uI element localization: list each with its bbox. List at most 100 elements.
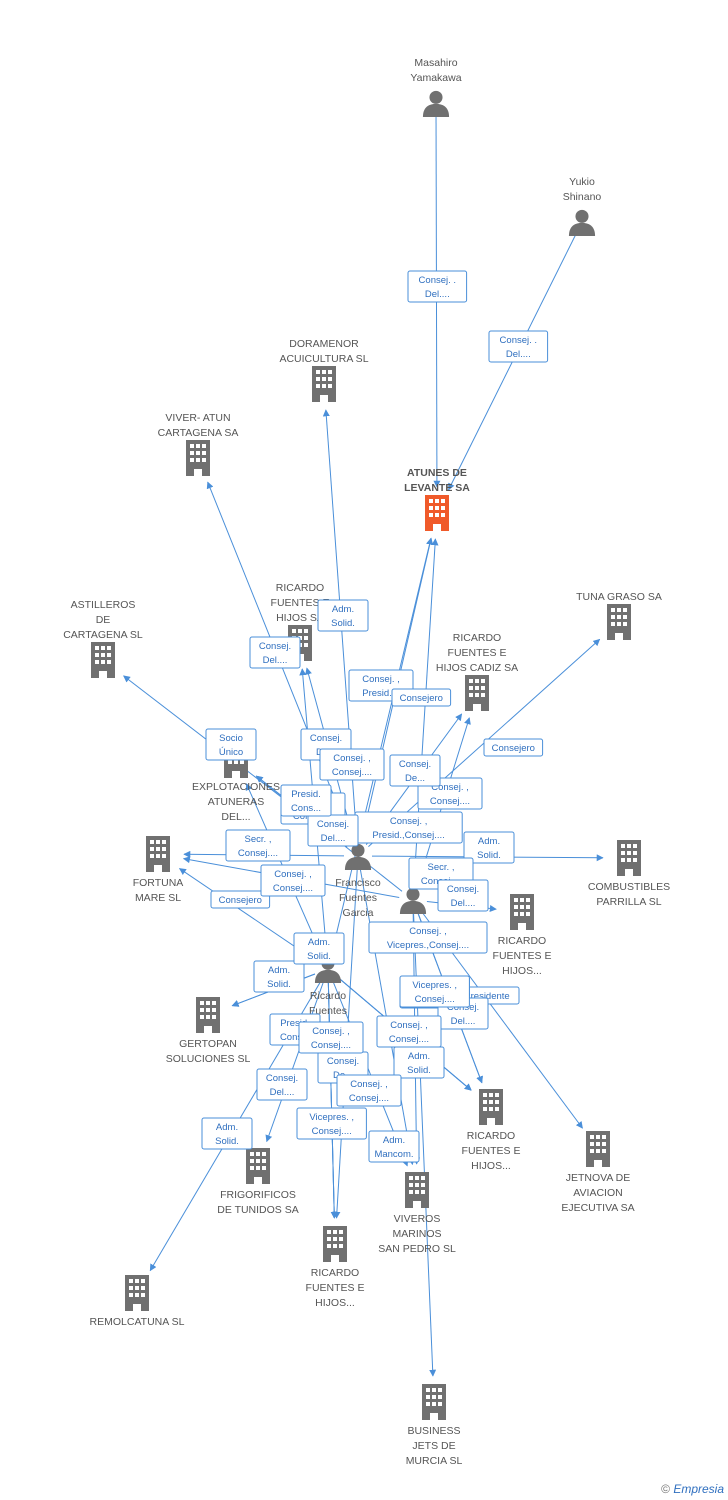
edge-label[interactable]: Secr. ,Consej.... [225,829,291,862]
edge-label[interactable]: Consej.Del.... [307,814,359,847]
edge-label[interactable]: Consej. ,Consej.... [376,1015,442,1048]
edge-label[interactable]: Adm.Solid. [317,599,369,632]
edge-label-text: Consejero [492,743,535,754]
edge-label-text: Consej. , [390,816,428,827]
edge-label-box [298,1021,364,1054]
edge-label-box [249,636,301,669]
edge-label[interactable]: Consejero [210,890,271,909]
edge-label[interactable]: Vicepres. ,Consej.... [399,975,470,1008]
edge-label-text: De... [405,773,425,784]
edge-label-text: Consej. [317,819,349,830]
edge-label-box [488,330,549,363]
edge-label[interactable]: Vicepres. ,Consej.... [296,1107,367,1140]
edge-label[interactable]: Consej. ,Consej.... [319,748,385,781]
edge-label-box [210,890,271,909]
node-label-line: JETS DE [412,1440,455,1452]
company-building-icon [196,997,220,1033]
edge-label[interactable]: Consej. ,Consej.... [298,1021,364,1054]
node-label-line: PARRILLA SL [596,896,661,908]
edge-label[interactable]: Consej. ,Vicepres.,Consej.... [368,921,488,954]
edge-label-text: Adm. [332,604,354,615]
edge-label-text: Solid. [307,951,331,962]
edge-label-text: Solid. [215,1136,239,1147]
edge-label-text: Presid. [291,789,321,800]
edge-label[interactable]: Consej.Del.... [249,636,301,669]
edge-label-box [463,831,515,864]
node-label-line: GERTOPAN [179,1038,237,1050]
edge-label-text: Adm. [268,965,290,976]
edge-label[interactable]: Consejero [483,738,544,757]
node-tuna_graso[interactable]: TUNA GRASO SA [576,591,662,640]
edge-label[interactable]: Consej. De... [389,754,441,787]
edge-label[interactable]: Adm.Solid. [463,831,515,864]
edge-label[interactable]: Consej. .Del.... [407,270,468,303]
edge-label[interactable]: Presid.Cons... [280,784,332,817]
edge-label[interactable]: Consej. ,Consej.... [260,864,326,897]
edge-label[interactable]: Consej. ,Consej.... [336,1074,402,1107]
node-label-line: VIVER- ATUN [165,412,230,424]
edge-label[interactable]: Consej. ,Presid.,Consej.... [354,811,463,844]
company-building-icon [465,675,489,711]
edge-label-text: Consej. , [312,1026,350,1037]
copyright-symbol: © [661,1482,670,1496]
node-label-line: RICARDO [467,1130,515,1142]
edge-label[interactable]: Adm.Solid. [393,1046,445,1079]
node-explotaciones[interactable]: EXPLOTACIONESATUNERASDEL... [192,742,280,823]
edge-label-text: Adm. [308,937,330,948]
edge-label[interactable]: Adm. Solid. [253,960,305,993]
node-label-line: TUNA GRASO SA [576,591,662,603]
company-building-icon [125,1275,149,1311]
edge-label-text: Consej. , [390,1020,428,1031]
edge-label-text: Único [219,747,243,758]
node-label-line: Yamakawa [410,72,461,84]
company-building-icon [607,604,631,640]
edge-label[interactable]: Consejero [391,688,452,707]
edge-label-text: Cons... [280,1032,310,1043]
edge-label-text: Consej.... [312,1126,352,1137]
edge-label-box [253,960,305,993]
company-building-icon [246,1148,270,1184]
edge-label[interactable]: Adm. Solid. [293,932,345,965]
edge-label[interactable]: Adm.Mancom. [368,1130,420,1163]
edge-label-box [205,728,257,761]
edge-label[interactable]: Consej.Del.... [437,879,489,912]
edge-label-text: Del.... [451,898,476,909]
node-remolcatuna[interactable]: REMOLCATUNA SL [90,1275,185,1328]
edge-label-text: Solid. [267,979,291,990]
edge-label[interactable]: Consej. .Del.... [488,330,549,363]
edge-label-text: Consej.... [430,796,470,807]
node-label-line: FUENTES E [306,1282,365,1294]
node-label-line: MARE SL [135,892,181,904]
edge-label-text: Consej. [399,759,431,770]
edge-label[interactable]: Adm.Solid. [201,1117,253,1150]
node-label-line: SAN PEDRO SL [378,1243,456,1255]
edge-label[interactable]: Consej.Del.... [256,1068,308,1101]
edges-layer [123,116,604,1377]
edge-label-text: Solid. [407,1065,431,1076]
company-building-icon [91,642,115,678]
edge-label-box [296,1107,367,1140]
edge-label-text: Socio [219,733,243,744]
node-label-line: EJECUTIVA SA [561,1202,634,1214]
edge-label-text: Del.... [263,655,288,666]
